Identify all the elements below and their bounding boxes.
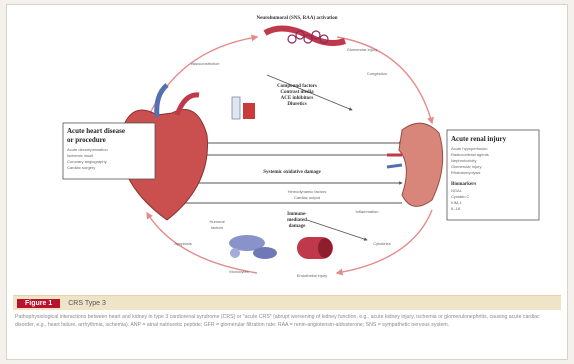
label-glomerular: Glomerular injury xyxy=(347,47,377,52)
label-compound-4: Diuretics xyxy=(287,102,306,107)
kidney-box-item: Rhabdomyolysis xyxy=(451,170,480,175)
kidney-box-item: Glomerular injury xyxy=(451,164,481,169)
kidney-box-title: Acute renal injury xyxy=(451,135,507,143)
label-cardiac-output: Cardiac output xyxy=(294,195,321,200)
figure-tag: Figure 1 xyxy=(17,299,60,308)
heart-box-title-1: Acute heart disease xyxy=(67,127,125,135)
label-bottom-1: Immune- xyxy=(287,212,307,217)
crs-diagram: Acute heart disease or procedure Acute d… xyxy=(7,5,569,295)
heart-box-item: Ischemic insult xyxy=(67,153,94,158)
label-bottom-2: mediated xyxy=(287,218,307,223)
heart-box-item: Coronary angiography xyxy=(67,159,107,164)
kidney-box-item: Acute hypoperfusion xyxy=(451,146,487,151)
figure-frame: Acute heart disease or procedure Acute d… xyxy=(6,4,568,360)
biomarker-item: IL-18 xyxy=(451,206,461,211)
label-systemic: Systemic oxidative damage xyxy=(263,170,321,175)
heart-box-item: Acute decompensation xyxy=(67,147,108,152)
label-compound-2: Contrast media xyxy=(280,90,314,95)
kidney-box-item: Nephrotoxicity xyxy=(451,158,476,163)
blood-vessel-illustration xyxy=(297,237,333,259)
label-compound-1: Compound factors xyxy=(277,84,317,89)
label-apoptosis: Apoptosis xyxy=(174,241,192,246)
label-inflammation: Inflammation xyxy=(356,209,379,214)
biomarker-item: NGAL xyxy=(451,188,463,193)
kidney-box: Acute renal injury Acute hypoperfusion R… xyxy=(447,130,539,220)
kidney-illustration xyxy=(387,123,443,206)
heart-box: Acute heart disease or procedure Acute d… xyxy=(63,123,155,179)
biomarker-item: Cystatin C xyxy=(451,194,470,199)
label-hemodynamic: Hemodynamic factors xyxy=(288,189,327,194)
label-endothelial: Endothelial injury xyxy=(297,273,327,278)
figure-caption: Pathophysiological interactions between … xyxy=(15,314,559,356)
arc-top-left xyxy=(147,37,257,120)
label-cytokines: Cytokines xyxy=(373,241,391,246)
label-humoral-2: factors xyxy=(211,225,223,230)
figure-caption-bar: Figure 1 CRS Type 3 xyxy=(13,295,561,310)
label-vasoconstriction: Vasoconstriction xyxy=(190,61,219,66)
vessel-network-illustration xyxy=(265,28,345,43)
contrast-vial-illustration xyxy=(232,97,255,119)
label-monocytes: Monocytes xyxy=(229,269,248,274)
label-compound-3: ACE inhibitors xyxy=(281,96,314,101)
label-humoral: Humoral xyxy=(209,219,224,224)
figure-title: CRS Type 3 xyxy=(68,300,106,307)
biomarkers-heading: Biomarkers xyxy=(451,182,476,187)
label-congestion: Congestion xyxy=(367,71,387,76)
immune-cells-illustration xyxy=(229,235,277,259)
heart-box-title-2: or procedure xyxy=(67,136,106,144)
kidney-box-item: Radiocontrast agents xyxy=(451,152,489,157)
biomarker-item: KIM-1 xyxy=(451,200,462,205)
heart-box-item: Cardiac surgery xyxy=(67,165,95,170)
label-top: Neurohumoral (SNS, RAA) activation xyxy=(256,16,337,21)
label-bottom-3: damage xyxy=(289,224,306,229)
